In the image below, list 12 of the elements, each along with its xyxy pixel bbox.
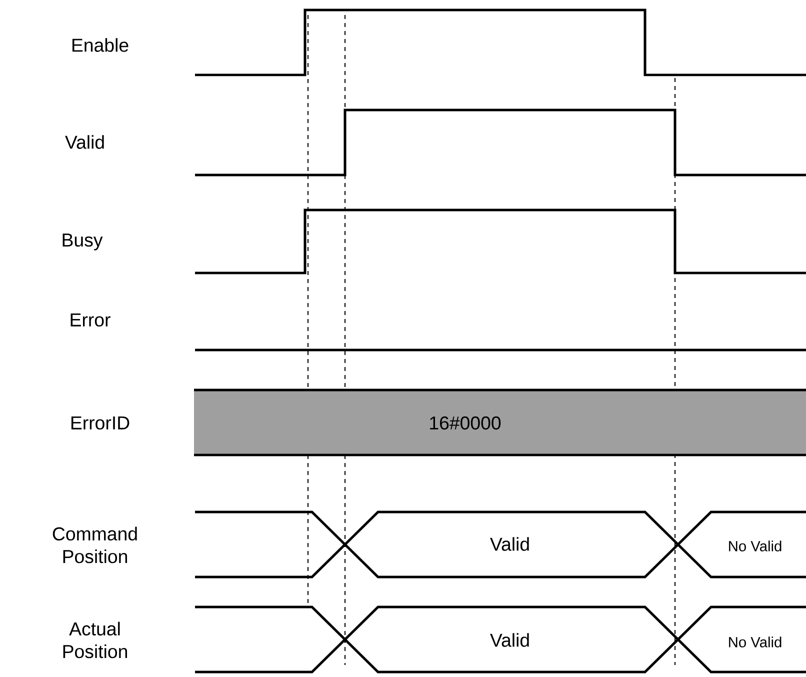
- signal-name: Busy: [62, 234, 103, 250]
- signal-name: Valid: [65, 135, 104, 149]
- bus-value: Valid: [490, 537, 529, 551]
- signal-name: ErrorID: [71, 416, 130, 430]
- signal-name: Command Position: [52, 526, 137, 564]
- signal-name: Actual Position: [63, 622, 127, 658]
- bus-value: Valid: [490, 633, 529, 647]
- bus-value: No Valid: [729, 540, 782, 552]
- signal-name: Enable: [72, 38, 128, 52]
- bus-value: No Valid: [729, 636, 782, 648]
- value-band: 16#0000: [194, 388, 806, 456]
- signal-name: Error: [70, 313, 110, 326]
